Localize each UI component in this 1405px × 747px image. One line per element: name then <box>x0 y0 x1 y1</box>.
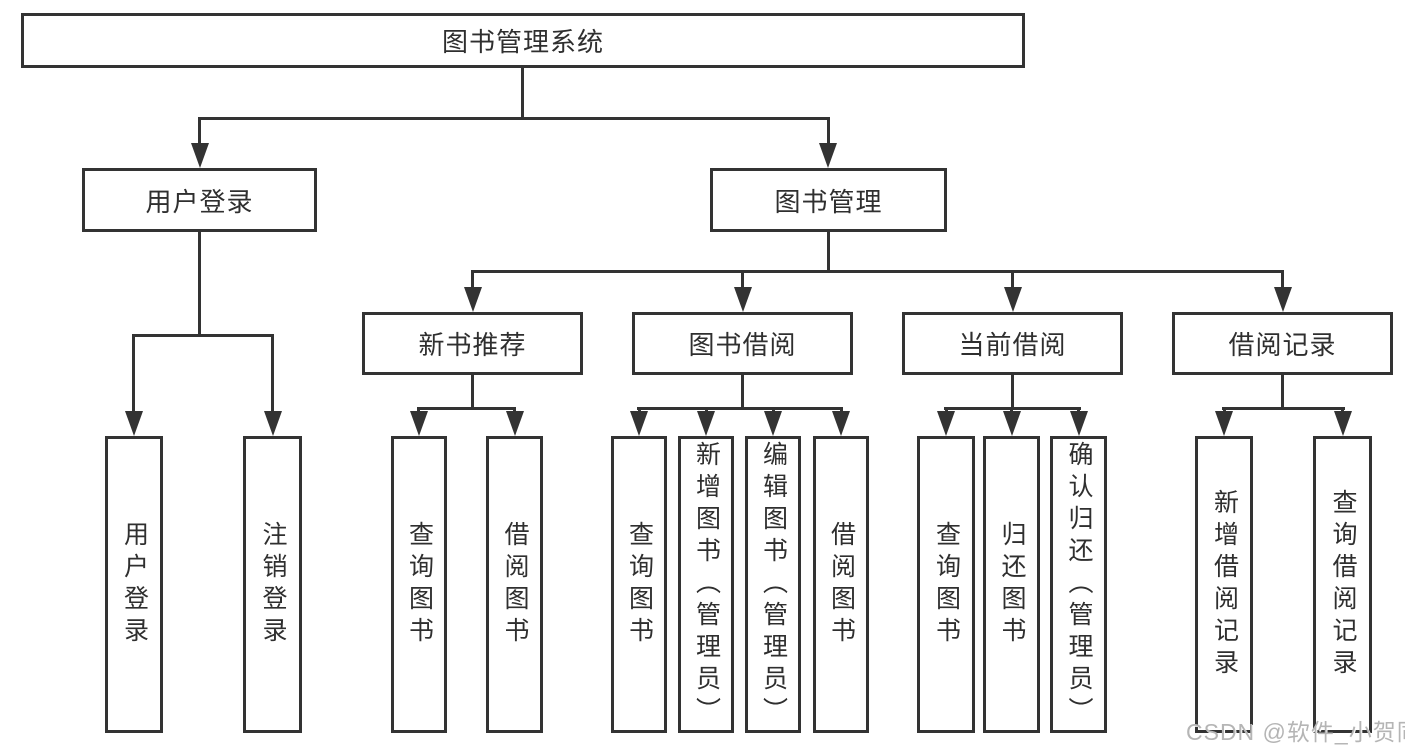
arrowhead-down-icon <box>125 411 143 436</box>
connector-line <box>471 270 1284 273</box>
leaf-bb-add-books-admin: 新增图书（管理员） <box>678 436 734 733</box>
connector-line <box>944 407 1081 410</box>
connector-line <box>132 334 274 337</box>
leaf-cb-query-books: 查询图书 <box>917 436 975 733</box>
connector-line <box>132 337 135 412</box>
arrowhead-down-icon <box>630 411 648 436</box>
arrowhead-down-icon <box>937 411 955 436</box>
leaf-bb-borrow-books: 借阅图书 <box>813 436 869 733</box>
connector-line <box>741 375 744 407</box>
connector-line <box>271 337 274 412</box>
arrowhead-down-icon <box>191 143 209 168</box>
csdn-watermark: CSDN @软件_小贺同学 <box>1186 719 1405 745</box>
connector-line <box>1281 273 1284 288</box>
connector-line <box>827 120 830 148</box>
connector-line <box>1011 375 1014 407</box>
connector-line <box>827 232 830 270</box>
connector-line <box>1281 375 1284 407</box>
arrowhead-down-icon <box>832 411 850 436</box>
leaf-logout: 注销登录 <box>243 436 302 733</box>
connector-line <box>198 120 201 148</box>
arrowhead-down-icon <box>697 411 715 436</box>
arrowhead-down-icon <box>1004 287 1022 312</box>
connector-line <box>198 117 830 120</box>
connector-line <box>1222 407 1345 410</box>
leaf-cb-return-books: 归还图书 <box>983 436 1040 733</box>
connector-line <box>1011 273 1014 288</box>
arrowhead-down-icon <box>264 411 282 436</box>
leaf-bb-query-books: 查询图书 <box>611 436 667 733</box>
node-user-login: 用户登录 <box>82 168 317 232</box>
node-new-book-recommend: 新书推荐 <box>362 312 583 375</box>
node-root: 图书管理系统 <box>21 13 1025 68</box>
arrowhead-down-icon <box>1003 411 1021 436</box>
arrowhead-down-icon <box>1274 287 1292 312</box>
connector-line <box>417 407 516 410</box>
node-book-management: 图书管理 <box>710 168 947 232</box>
connector-line <box>521 68 524 117</box>
arrowhead-down-icon <box>506 411 524 436</box>
leaf-br-query-record: 查询借阅记录 <box>1313 436 1372 733</box>
arrowhead-down-icon <box>1334 411 1352 436</box>
arrowhead-down-icon <box>1215 411 1233 436</box>
arrowhead-down-icon <box>464 287 482 312</box>
node-book-borrow: 图书借阅 <box>632 312 853 375</box>
leaf-nbr-borrow-books: 借阅图书 <box>486 436 543 733</box>
connector-line <box>471 375 474 407</box>
arrowhead-down-icon <box>410 411 428 436</box>
leaf-bb-edit-books-admin: 编辑图书（管理员） <box>745 436 801 733</box>
connector-line <box>637 407 843 410</box>
arrowhead-down-icon <box>734 287 752 312</box>
leaf-cb-confirm-return-admin: 确认归还（管理员） <box>1050 436 1107 733</box>
arrowhead-down-icon <box>764 411 782 436</box>
leaf-nbr-query-books: 查询图书 <box>391 436 447 733</box>
connector-line <box>471 273 474 288</box>
connector-line <box>198 232 201 334</box>
leaf-user-login: 用户登录 <box>105 436 163 733</box>
arrowhead-down-icon <box>819 143 837 168</box>
arrowhead-down-icon <box>1070 411 1088 436</box>
leaf-br-add-record: 新增借阅记录 <box>1195 436 1253 733</box>
node-borrow-records: 借阅记录 <box>1172 312 1393 375</box>
connector-line <box>741 273 744 288</box>
node-current-borrow: 当前借阅 <box>902 312 1123 375</box>
